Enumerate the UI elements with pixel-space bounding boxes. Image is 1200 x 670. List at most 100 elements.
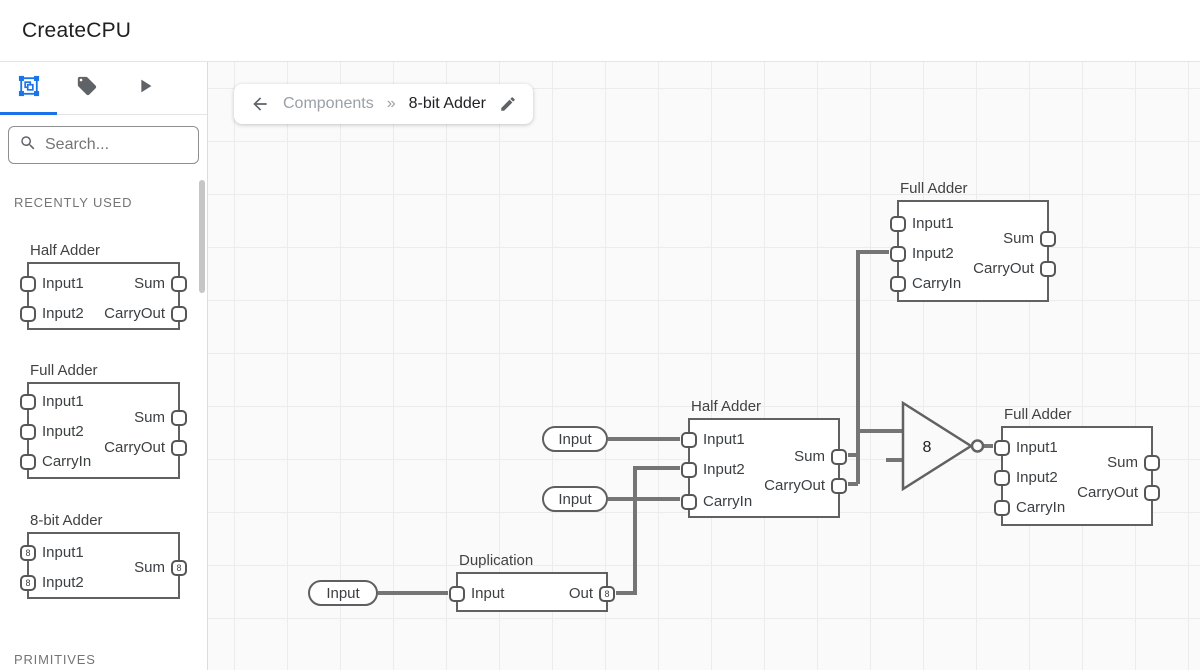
back-button[interactable] (250, 94, 270, 114)
port-sum[interactable] (171, 276, 187, 292)
input-pin-node[interactable]: Input (308, 580, 378, 606)
port-label: CarryOut (1077, 484, 1138, 501)
canvas-node-full-adder-top[interactable]: Full Adder Input1 Input2 CarryIn Sum Car… (890, 180, 1056, 302)
tab-tags[interactable] (58, 75, 116, 102)
app-header: CreateCPU (0, 0, 1200, 62)
schematic-canvas[interactable]: Components » 8-bit Adder (208, 62, 1200, 670)
primitives-label: PRIMITIVES (14, 652, 96, 667)
component-title: 8-bit Adder (30, 512, 103, 529)
port-input2[interactable] (994, 470, 1010, 486)
merger-gate[interactable] (901, 400, 974, 492)
port-label: Input2 (703, 461, 745, 478)
input-pin-label: Input (558, 490, 592, 508)
port-label: Input1 (912, 215, 954, 232)
port-label: Sum (134, 559, 165, 576)
port-label: CarryIn (1016, 499, 1066, 516)
breadcrumb-separator: » (386, 95, 396, 112)
breadcrumb: Components » 8-bit Adder (234, 84, 534, 124)
play-icon (134, 75, 156, 102)
port-input2[interactable]: 8 (20, 575, 36, 591)
port-label: CarryOut (104, 439, 165, 456)
port-carryout[interactable] (1144, 485, 1160, 501)
breadcrumb-components-link[interactable]: Components (283, 95, 374, 112)
active-tab-indicator (0, 112, 57, 115)
port-carryout[interactable] (1040, 261, 1056, 277)
merger-gate-output-bubble[interactable] (970, 439, 985, 453)
port-input1[interactable]: 8 (20, 545, 36, 561)
components-icon (18, 75, 40, 102)
port-sum[interactable] (1040, 231, 1056, 247)
port-sum[interactable] (831, 449, 847, 465)
search-icon (19, 134, 37, 157)
port-carryin[interactable] (681, 494, 697, 510)
port-carryin[interactable] (20, 454, 36, 470)
port-label: Input1 (42, 275, 84, 292)
input-pin-node[interactable]: Input (542, 426, 608, 452)
port-out[interactable]: 8 (599, 586, 615, 602)
port-sum[interactable]: 8 (171, 560, 187, 576)
port-label: Input1 (42, 544, 84, 561)
tag-icon (76, 75, 98, 102)
port-carryout[interactable] (171, 306, 187, 322)
merger-gate-bit-width: 8 (923, 439, 932, 456)
port-label: Input1 (42, 393, 84, 410)
port-label: CarryIn (703, 493, 753, 510)
app-title: CreateCPU (22, 18, 132, 42)
port-bit-width: 8 (25, 547, 31, 558)
port-label: CarryOut (973, 260, 1034, 277)
node-title: Half Adder (691, 398, 762, 415)
breadcrumb-current: 8-bit Adder (408, 95, 487, 112)
sidebar-scrollbar[interactable] (199, 180, 205, 293)
port-input2[interactable] (681, 462, 697, 478)
port-label: Sum (1107, 454, 1138, 471)
port-carryout[interactable] (171, 440, 187, 456)
port-label: Sum (134, 409, 165, 426)
search-box[interactable] (8, 126, 199, 164)
node-title: Duplication (459, 552, 534, 569)
port-input2[interactable] (20, 424, 36, 440)
port-bit-width: 8 (25, 577, 31, 588)
port-bit-width: 8 (176, 562, 182, 573)
tab-components[interactable] (0, 75, 58, 102)
canvas-node-half-adder[interactable]: Half Adder Input1 Input2 CarryIn Sum Car… (681, 398, 847, 518)
port-label: Input2 (42, 423, 84, 440)
port-input[interactable] (449, 586, 465, 602)
tab-run[interactable] (116, 75, 174, 102)
port-label: CarryOut (104, 305, 165, 322)
edit-name-button[interactable] (499, 95, 517, 113)
node-title: Full Adder (1004, 406, 1072, 423)
port-carryout[interactable] (831, 478, 847, 494)
port-input2[interactable] (20, 306, 36, 322)
wire-segment[interactable] (616, 466, 680, 595)
port-input1[interactable] (20, 394, 36, 410)
port-carryin[interactable] (994, 500, 1010, 516)
port-label: Input (471, 585, 505, 602)
port-label: Input2 (912, 245, 954, 262)
port-label: CarryIn (42, 453, 92, 470)
component-sidebar: RECENTLY USED Half Adder Input1 Input2 S… (0, 62, 208, 670)
port-label: Out (568, 585, 593, 602)
port-label: CarryIn (912, 275, 962, 292)
port-bit-width: 8 (604, 588, 610, 599)
port-label: Sum (794, 448, 825, 465)
canvas-node-full-adder-right[interactable]: Full Adder Input1 Input2 CarryIn Sum Car… (994, 406, 1160, 526)
port-carryin[interactable] (890, 276, 906, 292)
wire-segment[interactable] (856, 250, 889, 484)
port-sum[interactable] (171, 410, 187, 426)
port-label: CarryOut (764, 477, 825, 494)
port-input2[interactable] (890, 246, 906, 262)
input-pin-label: Input (558, 430, 592, 448)
port-input1[interactable] (890, 216, 906, 232)
sidebar-tabs (0, 62, 207, 115)
port-label: Sum (134, 275, 165, 292)
port-label: Input2 (42, 574, 84, 591)
input-pin-node[interactable]: Input (542, 486, 608, 512)
port-input1[interactable] (20, 276, 36, 292)
canvas-node-duplication[interactable]: Duplication Input 8 Out (449, 552, 615, 612)
port-label: Input2 (42, 305, 84, 322)
port-sum[interactable] (1144, 455, 1160, 471)
port-input1[interactable] (681, 432, 697, 448)
port-input1[interactable] (994, 440, 1010, 456)
port-label: Input2 (1016, 469, 1058, 486)
search-input[interactable] (45, 136, 188, 154)
